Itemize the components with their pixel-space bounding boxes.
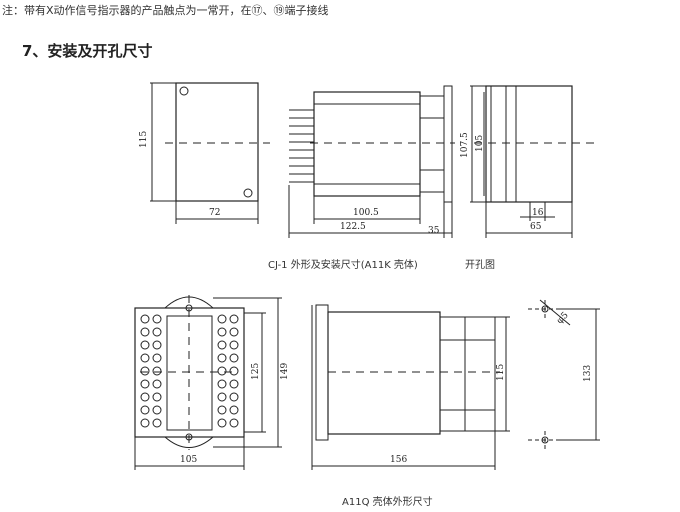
caption-a11q: A11Q 壳体外形尺寸	[342, 495, 433, 508]
q-width-label: 105	[180, 455, 197, 465]
caption-cutout: 开孔图	[465, 259, 495, 271]
cutout-outer-label: 107.5	[460, 132, 470, 158]
cutout-gap-label: 16	[532, 208, 544, 218]
wiring-note: 注：带有X动作信号指示器的产品触点为一常开，在⑰、⑲端子接线	[2, 4, 329, 17]
side-view	[288, 85, 455, 238]
q-outer-height-label: 149	[280, 363, 290, 380]
caption-a11k: CJ-1 外形及安装尺寸(A11K 壳体)	[268, 258, 418, 271]
cutout-inner-label: 105	[475, 135, 485, 152]
side-rear-label: 35	[428, 226, 440, 236]
cutout-width-label: 65	[530, 222, 542, 232]
side-total-label: 122.5	[340, 222, 366, 232]
cutout-view	[470, 85, 600, 238]
a11q-side-view	[311, 304, 510, 470]
side-body-label: 100.5	[353, 208, 379, 218]
a11q-front-view	[134, 295, 282, 470]
front-width-label: 72	[209, 208, 220, 218]
q-side-length-label: 156	[390, 455, 407, 465]
q-inner-height-label: 125	[251, 363, 261, 380]
q-side-height-label: 115	[496, 364, 506, 381]
a11q-hole-pattern	[528, 299, 600, 449]
front-height-label: 115	[139, 131, 149, 148]
section-title: 7、安装及开孔尺寸	[22, 42, 153, 60]
front-view	[150, 82, 270, 224]
q-hole-spacing-label: 133	[583, 365, 593, 382]
